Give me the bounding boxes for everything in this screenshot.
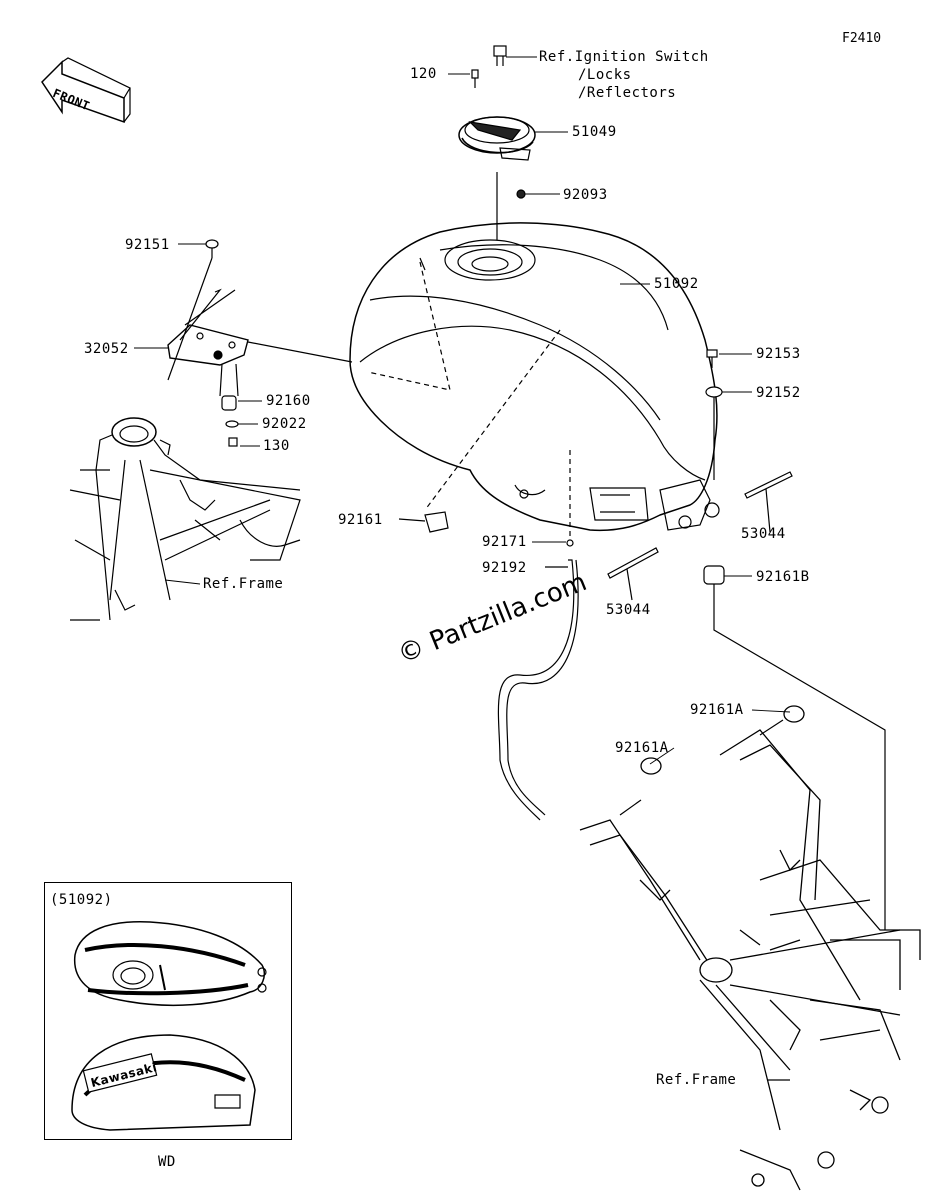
- label-ref-ignition: Ref.Ignition Switch: [539, 49, 709, 65]
- label-92093: 92093: [563, 187, 608, 203]
- clamp-92171: [566, 539, 574, 547]
- label-92152: 92152: [756, 385, 801, 401]
- frame-right: [579, 705, 921, 1191]
- label-92171: 92171: [482, 534, 527, 550]
- fuel-cap-51049: [458, 116, 536, 161]
- label-92161B: 92161B: [756, 569, 810, 585]
- label-51092: 51092: [654, 276, 699, 292]
- label-92153: 92153: [756, 346, 801, 362]
- label-53044-lower: 53044: [606, 602, 651, 618]
- label-92022: 92022: [262, 416, 307, 432]
- figure-code: F2410: [842, 31, 882, 46]
- frame-head-left: [69, 417, 301, 621]
- front-arrow-icon: [41, 57, 131, 124]
- bracket-to-tank-line: [247, 341, 353, 363]
- collar-92152: [705, 386, 723, 398]
- rod-53044-right: [744, 471, 793, 499]
- label-reflectors: /Reflectors: [578, 85, 677, 101]
- label-53044-right: 53044: [741, 526, 786, 542]
- label-92161A-lower: 92161A: [615, 740, 669, 756]
- label-ref-frame-left: Ref.Frame: [203, 576, 284, 592]
- bolt-120: [471, 69, 479, 88]
- damper-92160: [221, 395, 237, 411]
- fuel-tank-51092: [349, 222, 720, 532]
- bracket-32052: [167, 288, 249, 366]
- inset-variant-label: WD: [158, 1154, 176, 1170]
- seal-92093: [516, 189, 526, 199]
- label-locks: /Locks: [578, 67, 632, 83]
- label-120: 120: [410, 66, 437, 82]
- label-ref-frame-right: Ref.Frame: [656, 1072, 737, 1088]
- bolt-ref-ignition: [493, 45, 507, 66]
- leader-lines: [134, 56, 791, 765]
- washer-92022: [225, 420, 239, 428]
- label-130: 130: [263, 438, 290, 454]
- rod-53044-lower: [607, 547, 659, 579]
- label-51049: 51049: [572, 124, 617, 140]
- damper-92161B: [703, 565, 725, 585]
- variant-inset: [44, 882, 292, 1140]
- label-92160: 92160: [266, 393, 311, 409]
- label-32052: 32052: [84, 341, 129, 357]
- hose-92192: [497, 559, 579, 821]
- label-92192: 92192: [482, 560, 527, 576]
- guide-lines: [367, 261, 571, 540]
- inset-ref-label: (51092): [50, 892, 113, 908]
- label-92161A-upper: 92161A: [690, 702, 744, 718]
- inset-tank-side: [71, 1034, 256, 1131]
- rubber-92161: [424, 511, 449, 533]
- label-92151: 92151: [125, 237, 170, 253]
- inset-tank-top: [74, 921, 267, 1007]
- bolt-130: [228, 437, 238, 447]
- label-92161: 92161: [338, 512, 383, 528]
- bolt-92153: [706, 349, 718, 368]
